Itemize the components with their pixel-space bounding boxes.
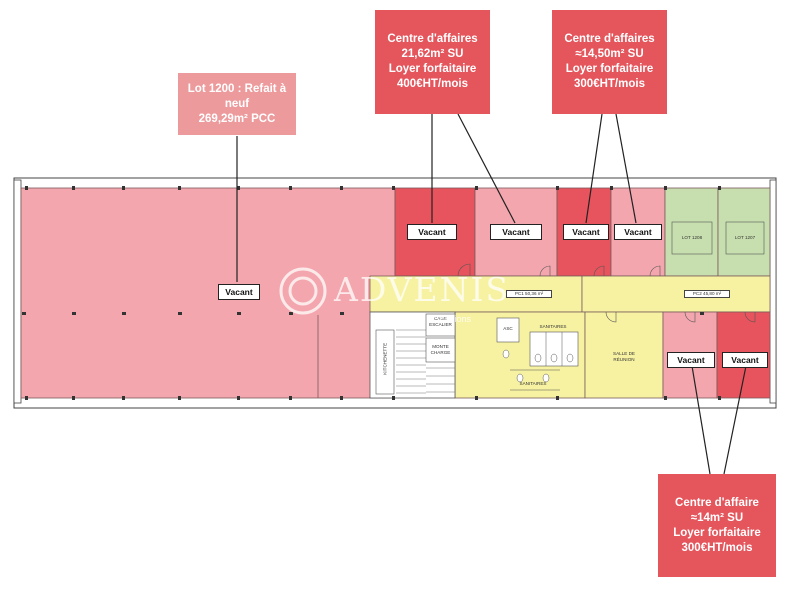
office-lot1208 xyxy=(664,187,719,277)
leader-lines xyxy=(236,113,747,475)
asc-box xyxy=(496,317,520,343)
callout-line: ≈14m² SU xyxy=(690,511,744,524)
cage-escalier-box xyxy=(425,313,456,337)
label-cage-escalier: CAGE ESCALIER xyxy=(426,316,455,327)
inner-room xyxy=(671,221,713,255)
wall-right xyxy=(769,179,777,404)
corridor-pc2 xyxy=(581,275,771,313)
label-line: MONTE xyxy=(432,344,449,349)
callout-centre-affaire-3: Centre d'affaire ≈14m² SU Loyer forfaita… xyxy=(658,474,776,577)
label-lot1207: LOT 1207 xyxy=(734,235,756,240)
callout-line: 400€HT/mois xyxy=(397,78,468,90)
label-kitchenette: KITCHENETTE xyxy=(382,342,388,375)
column-marks xyxy=(22,186,721,400)
watermark-logo xyxy=(279,267,327,315)
watermark-logo xyxy=(288,276,318,306)
label-pc2: PC2 45,80 m² xyxy=(684,290,730,298)
label-sanitaires-1: SANITAIRES xyxy=(539,324,567,329)
callout-centre-affaires-2: Centre d'affaires ≈14,50m² SU Loyer forf… xyxy=(552,10,667,114)
monte-charge-box xyxy=(425,337,456,363)
callout-line: 300€HT/mois xyxy=(681,541,753,554)
label-line: ESCALIER xyxy=(429,321,452,327)
vacant-label-office-1: Vacant xyxy=(407,224,457,240)
callout-line: neuf xyxy=(224,97,250,110)
vacant-label-office-6: Vacant xyxy=(722,352,768,368)
callout-centre-affaires-1: Centre d'affaires 21,62m² SU Loyer forfa… xyxy=(375,10,490,114)
kitchenette xyxy=(375,329,395,395)
callout-line: 300€HT/mois xyxy=(574,78,645,90)
door-swings xyxy=(457,263,756,323)
vacant-label-lot1200: Vacant xyxy=(218,284,260,300)
label-sanitaires-2: SANITAIRES xyxy=(519,381,547,386)
callout-line: ≈14,50m² SU xyxy=(575,48,644,60)
vacant-label-office-2: Vacant xyxy=(490,224,542,240)
callout-line: Centre d'affaires xyxy=(387,33,478,45)
callout-line: Centre d'affaire xyxy=(675,496,759,509)
toilet-stalls xyxy=(502,332,574,383)
label-asc: ASC xyxy=(503,326,513,331)
callout-line: Loyer forfaitaire xyxy=(673,526,761,539)
label-monte-charge: MONTE CHARGE xyxy=(426,344,455,355)
zone-lot1200 xyxy=(20,187,396,399)
vacant-label-office-4: Vacant xyxy=(614,224,662,240)
label-line: CAGE xyxy=(433,316,448,321)
inner-room xyxy=(725,221,765,255)
callout-line: 21,62m² SU xyxy=(401,48,464,60)
watermark-brand: ADVENIS xyxy=(334,270,511,309)
office-lot1207 xyxy=(717,187,771,277)
callout-lot1200: Lot 1200 : Refait à neuf 269,29m² PCC xyxy=(178,73,296,135)
wall-left xyxy=(13,179,22,404)
callout-line: 269,29m² PCC xyxy=(198,112,276,125)
label-line: SALLE DE xyxy=(613,351,635,356)
vacant-label-office-5: Vacant xyxy=(667,352,715,368)
callout-line: Centre d'affaires xyxy=(564,33,655,45)
callout-line: Loyer forfaitaire xyxy=(388,63,477,75)
callout-line: Lot 1200 : Refait à xyxy=(187,82,287,95)
label-pc1: PC1 50,36 m² xyxy=(506,290,552,298)
label-lot1208: LOT 1208 xyxy=(681,235,703,240)
watermark-sub: Solutions xyxy=(434,314,472,324)
vacant-label-office-3: Vacant xyxy=(563,224,609,240)
label-salle-reunion: SALLE DE RÉUNION xyxy=(600,351,648,362)
stairs xyxy=(396,329,455,394)
label-line: RÉUNION xyxy=(613,356,635,362)
callout-line: Loyer forfaitaire xyxy=(565,63,654,75)
label-line: CHARGE xyxy=(430,349,451,355)
